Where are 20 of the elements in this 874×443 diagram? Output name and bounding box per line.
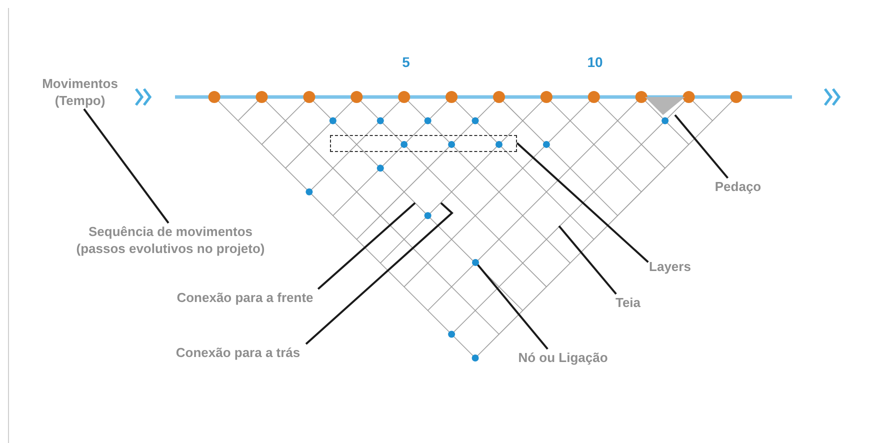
callout-label: Sequência de movimentos (passos evolutivos no projeto) — [68, 223, 273, 257]
callout-label: Conexão para a frente — [160, 289, 330, 306]
leader-line — [83, 108, 170, 224]
leader-line — [317, 202, 416, 290]
dashed-outline-box — [330, 135, 517, 152]
callout-label: Movimentos (Tempo) — [30, 75, 130, 109]
leader-line — [516, 142, 649, 263]
leader-line — [476, 264, 548, 350]
shaded-triangle — [645, 97, 685, 115]
step-number: 5 — [402, 54, 410, 70]
callout-label: Conexão para a trás — [160, 344, 316, 361]
leader-line — [558, 225, 617, 295]
leader-line — [305, 202, 454, 345]
node-dot — [472, 258, 478, 266]
callout-label: Teia — [610, 294, 646, 311]
leader-line — [674, 114, 729, 179]
callout-label: Layers — [644, 258, 696, 275]
callout-label: Pedaço — [706, 178, 770, 195]
step-number: 10 — [587, 54, 603, 70]
callout-label: Nó ou Ligação — [508, 349, 618, 366]
